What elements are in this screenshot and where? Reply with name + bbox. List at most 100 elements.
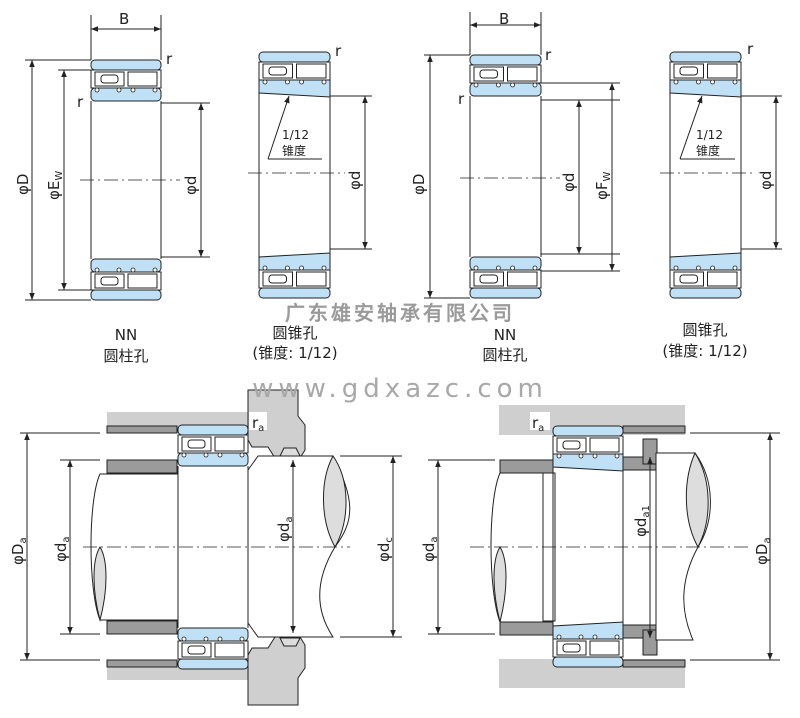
raceway-diameter-label: φFW xyxy=(593,171,613,200)
ball-hole xyxy=(217,452,223,458)
taper-label: 锥度 xyxy=(696,143,720,158)
outer-ring xyxy=(552,656,624,668)
cage-pocket xyxy=(479,274,498,284)
ball-hole xyxy=(217,636,223,642)
fillet-label-box xyxy=(530,412,550,430)
fillet-label: ra xyxy=(532,414,544,434)
seal xyxy=(279,637,301,647)
ball-hole xyxy=(473,265,479,271)
taper-ratio-label: 1/12 xyxy=(282,128,309,142)
leader-line xyxy=(267,95,290,160)
raceway-diameter-label: φEW xyxy=(45,171,65,200)
housing-diameter-label: φDa xyxy=(9,537,29,565)
roller xyxy=(589,640,620,656)
width-label: B xyxy=(499,10,509,28)
inner-ring xyxy=(469,256,542,271)
bore-diameter-label: φd xyxy=(182,176,200,195)
cage-pocket xyxy=(268,274,287,284)
outer-ring xyxy=(669,287,742,299)
ball-hole xyxy=(556,453,562,459)
ball-hole xyxy=(710,79,715,85)
roller xyxy=(214,642,245,658)
ball-hole xyxy=(321,265,327,271)
tapered-inner-ring xyxy=(552,453,624,472)
radius-label: r xyxy=(458,90,465,108)
ball-hole xyxy=(94,87,100,93)
roller xyxy=(589,437,620,453)
caption-taper: (锥度: 1/12) xyxy=(662,342,747,360)
outer-diameter-label: φD xyxy=(410,174,428,195)
ball-hole xyxy=(732,79,738,85)
ball-hole xyxy=(284,79,290,85)
outer-ring xyxy=(258,287,331,299)
ball-hole xyxy=(532,82,538,88)
shaft-shoulder xyxy=(106,620,178,635)
figure-nn-cylindrical-2: B r r φD φd φFW NN 圆柱孔 xyxy=(410,10,613,364)
housing-diameter-label: φDa xyxy=(753,537,773,565)
ball-hole xyxy=(696,265,701,271)
ball-hole xyxy=(262,265,268,271)
cage-pocket xyxy=(679,66,698,76)
housing-bore-strip xyxy=(622,425,686,434)
ball-hole xyxy=(510,265,515,271)
outer-ring xyxy=(90,59,162,71)
caption-bore: 圆柱孔 xyxy=(103,347,148,365)
radius-label: r xyxy=(747,40,754,58)
outer-ring xyxy=(177,658,249,670)
ball-hole xyxy=(321,79,327,85)
tapered-inner-ring xyxy=(552,621,624,640)
ball-hole xyxy=(239,636,245,642)
cage-pocket xyxy=(268,66,287,76)
ball-hole xyxy=(152,267,158,273)
cage-pocket xyxy=(479,69,498,79)
ball-hole xyxy=(556,634,562,640)
figure-tapered: r 1/12 锥度 φd 圆锥孔 (锥度: 1/12) xyxy=(252,42,364,362)
figure-tapered-2: r 1/12 锥度 φd 圆锥孔 (锥度: 1/12) xyxy=(662,40,775,360)
caption-bore: 圆柱孔 xyxy=(482,346,527,364)
ball-hole xyxy=(673,79,679,85)
ball-hole xyxy=(732,265,738,271)
ball-hole xyxy=(673,265,679,271)
roller xyxy=(127,71,158,87)
ball-hole xyxy=(152,87,158,93)
roller xyxy=(507,271,538,287)
radius-label: r xyxy=(545,46,552,64)
caption-type: NN xyxy=(494,326,516,344)
outer-diameter-label: φD xyxy=(14,174,32,195)
ball-hole xyxy=(592,453,598,459)
seal xyxy=(279,447,301,457)
housing-bore-strip xyxy=(106,425,178,434)
ball-hole xyxy=(94,267,100,273)
ball-hole xyxy=(532,265,538,271)
outer-ring xyxy=(90,289,162,301)
roller xyxy=(296,63,327,79)
cage-pocket xyxy=(100,74,119,84)
outer-ring xyxy=(469,54,542,66)
roller xyxy=(707,63,738,79)
ball-hole xyxy=(578,634,584,640)
nut-diameter-label: φda1 xyxy=(632,505,652,537)
ball-hole xyxy=(203,452,209,458)
radius-label: r xyxy=(166,50,173,68)
shoulder-diameter-label: φda xyxy=(275,516,295,542)
shaft-shoulder xyxy=(106,459,178,474)
outer-ring xyxy=(469,287,542,299)
watermark-website: www.gdxazc.com xyxy=(252,374,548,404)
taper-label: 锥度 xyxy=(282,143,306,158)
inner-ring xyxy=(90,87,162,102)
cage-pocket xyxy=(562,643,581,653)
roller xyxy=(707,271,738,287)
caption-bore: 圆锥孔 xyxy=(272,324,317,342)
ball-hole xyxy=(495,82,501,88)
cage-pocket xyxy=(100,276,119,286)
ball-hole xyxy=(262,79,268,85)
caption-bore: 圆锥孔 xyxy=(682,321,727,339)
fillet-label-box xyxy=(249,412,267,430)
fillet-label: ra xyxy=(252,414,264,434)
leader-line xyxy=(679,95,703,160)
bore-diameter-label: φd xyxy=(346,171,364,190)
ball-hole xyxy=(239,452,245,458)
tapered-inner-ring xyxy=(258,79,331,98)
outer-ring xyxy=(669,51,742,63)
